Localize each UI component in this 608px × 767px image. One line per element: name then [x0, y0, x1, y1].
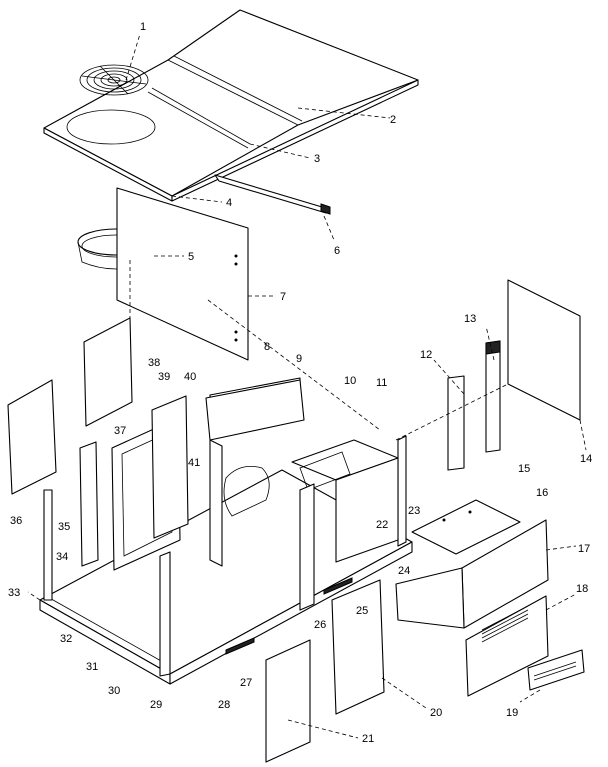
- callout-31: 31: [86, 661, 98, 673]
- front-panel-20: [331, 579, 385, 715]
- top-panel: [43, 9, 419, 202]
- callout-8: 8: [264, 341, 270, 353]
- callout-6: 6: [334, 245, 340, 257]
- corner-post-12: [447, 375, 465, 471]
- callout-37: 37: [114, 425, 126, 437]
- callout-9: 9: [296, 353, 302, 365]
- callout-12: 12: [420, 349, 432, 361]
- callout-38: 38: [148, 357, 160, 369]
- callout-41: 41: [188, 457, 200, 469]
- callout-19: 19: [506, 707, 518, 719]
- callout-24: 24: [398, 565, 410, 577]
- corner-post-13: [485, 340, 501, 453]
- rear-panel: [507, 279, 581, 421]
- base-cabinet: [39, 377, 413, 685]
- leader-lines: [27, 33, 587, 739]
- callout-35: 35: [58, 521, 70, 533]
- rear-rail: [214, 174, 331, 215]
- louver-vents: [481, 605, 529, 643]
- callout-25: 25: [356, 605, 368, 617]
- left-inner-panel: [83, 317, 133, 427]
- callout-22: 22: [376, 519, 388, 531]
- callout-36: 36: [10, 515, 22, 527]
- callout-32: 32: [60, 633, 72, 645]
- callout-23: 23: [408, 505, 420, 517]
- callout-18: 18: [576, 583, 588, 595]
- callout-14: 14: [580, 453, 592, 465]
- callout-40: 40: [184, 371, 196, 383]
- callout-34: 34: [56, 551, 68, 563]
- callout-10: 10: [344, 375, 356, 387]
- callout-30: 30: [108, 685, 120, 697]
- callout-4: 4: [226, 197, 232, 209]
- callout-20: 20: [430, 707, 442, 719]
- grille-19: [527, 649, 585, 691]
- callout-3: 3: [314, 153, 320, 165]
- callout-33: 33: [8, 587, 20, 599]
- callout-7: 7: [280, 291, 286, 303]
- callout-5: 5: [188, 251, 194, 263]
- callout-11: 11: [376, 377, 387, 389]
- callout-2: 2: [390, 114, 396, 126]
- callout-13: 13: [464, 313, 476, 325]
- callout-26: 26: [314, 619, 326, 631]
- access-panel-18: [465, 595, 549, 697]
- callout-15: 15: [518, 463, 530, 475]
- callout-labels: 1 2 3 4 5 6 7 8 9 10 11 12 13 14 15 16 1…: [8, 21, 592, 745]
- fan-grille: [79, 64, 149, 96]
- callout-29: 29: [150, 699, 162, 711]
- component-plate: [411, 499, 521, 555]
- access-panel-17: [395, 519, 549, 629]
- callout-39: 39: [158, 371, 170, 383]
- callout-16: 16: [536, 487, 548, 499]
- callout-28: 28: [218, 699, 230, 711]
- callout-1: 1: [140, 21, 146, 33]
- callout-17: 17: [578, 543, 590, 555]
- callout-27: 27: [240, 677, 252, 689]
- partition-panel: [116, 187, 249, 361]
- left-side-panel: [7, 379, 57, 495]
- callout-21: 21: [362, 733, 374, 745]
- front-panel-21: [265, 639, 311, 763]
